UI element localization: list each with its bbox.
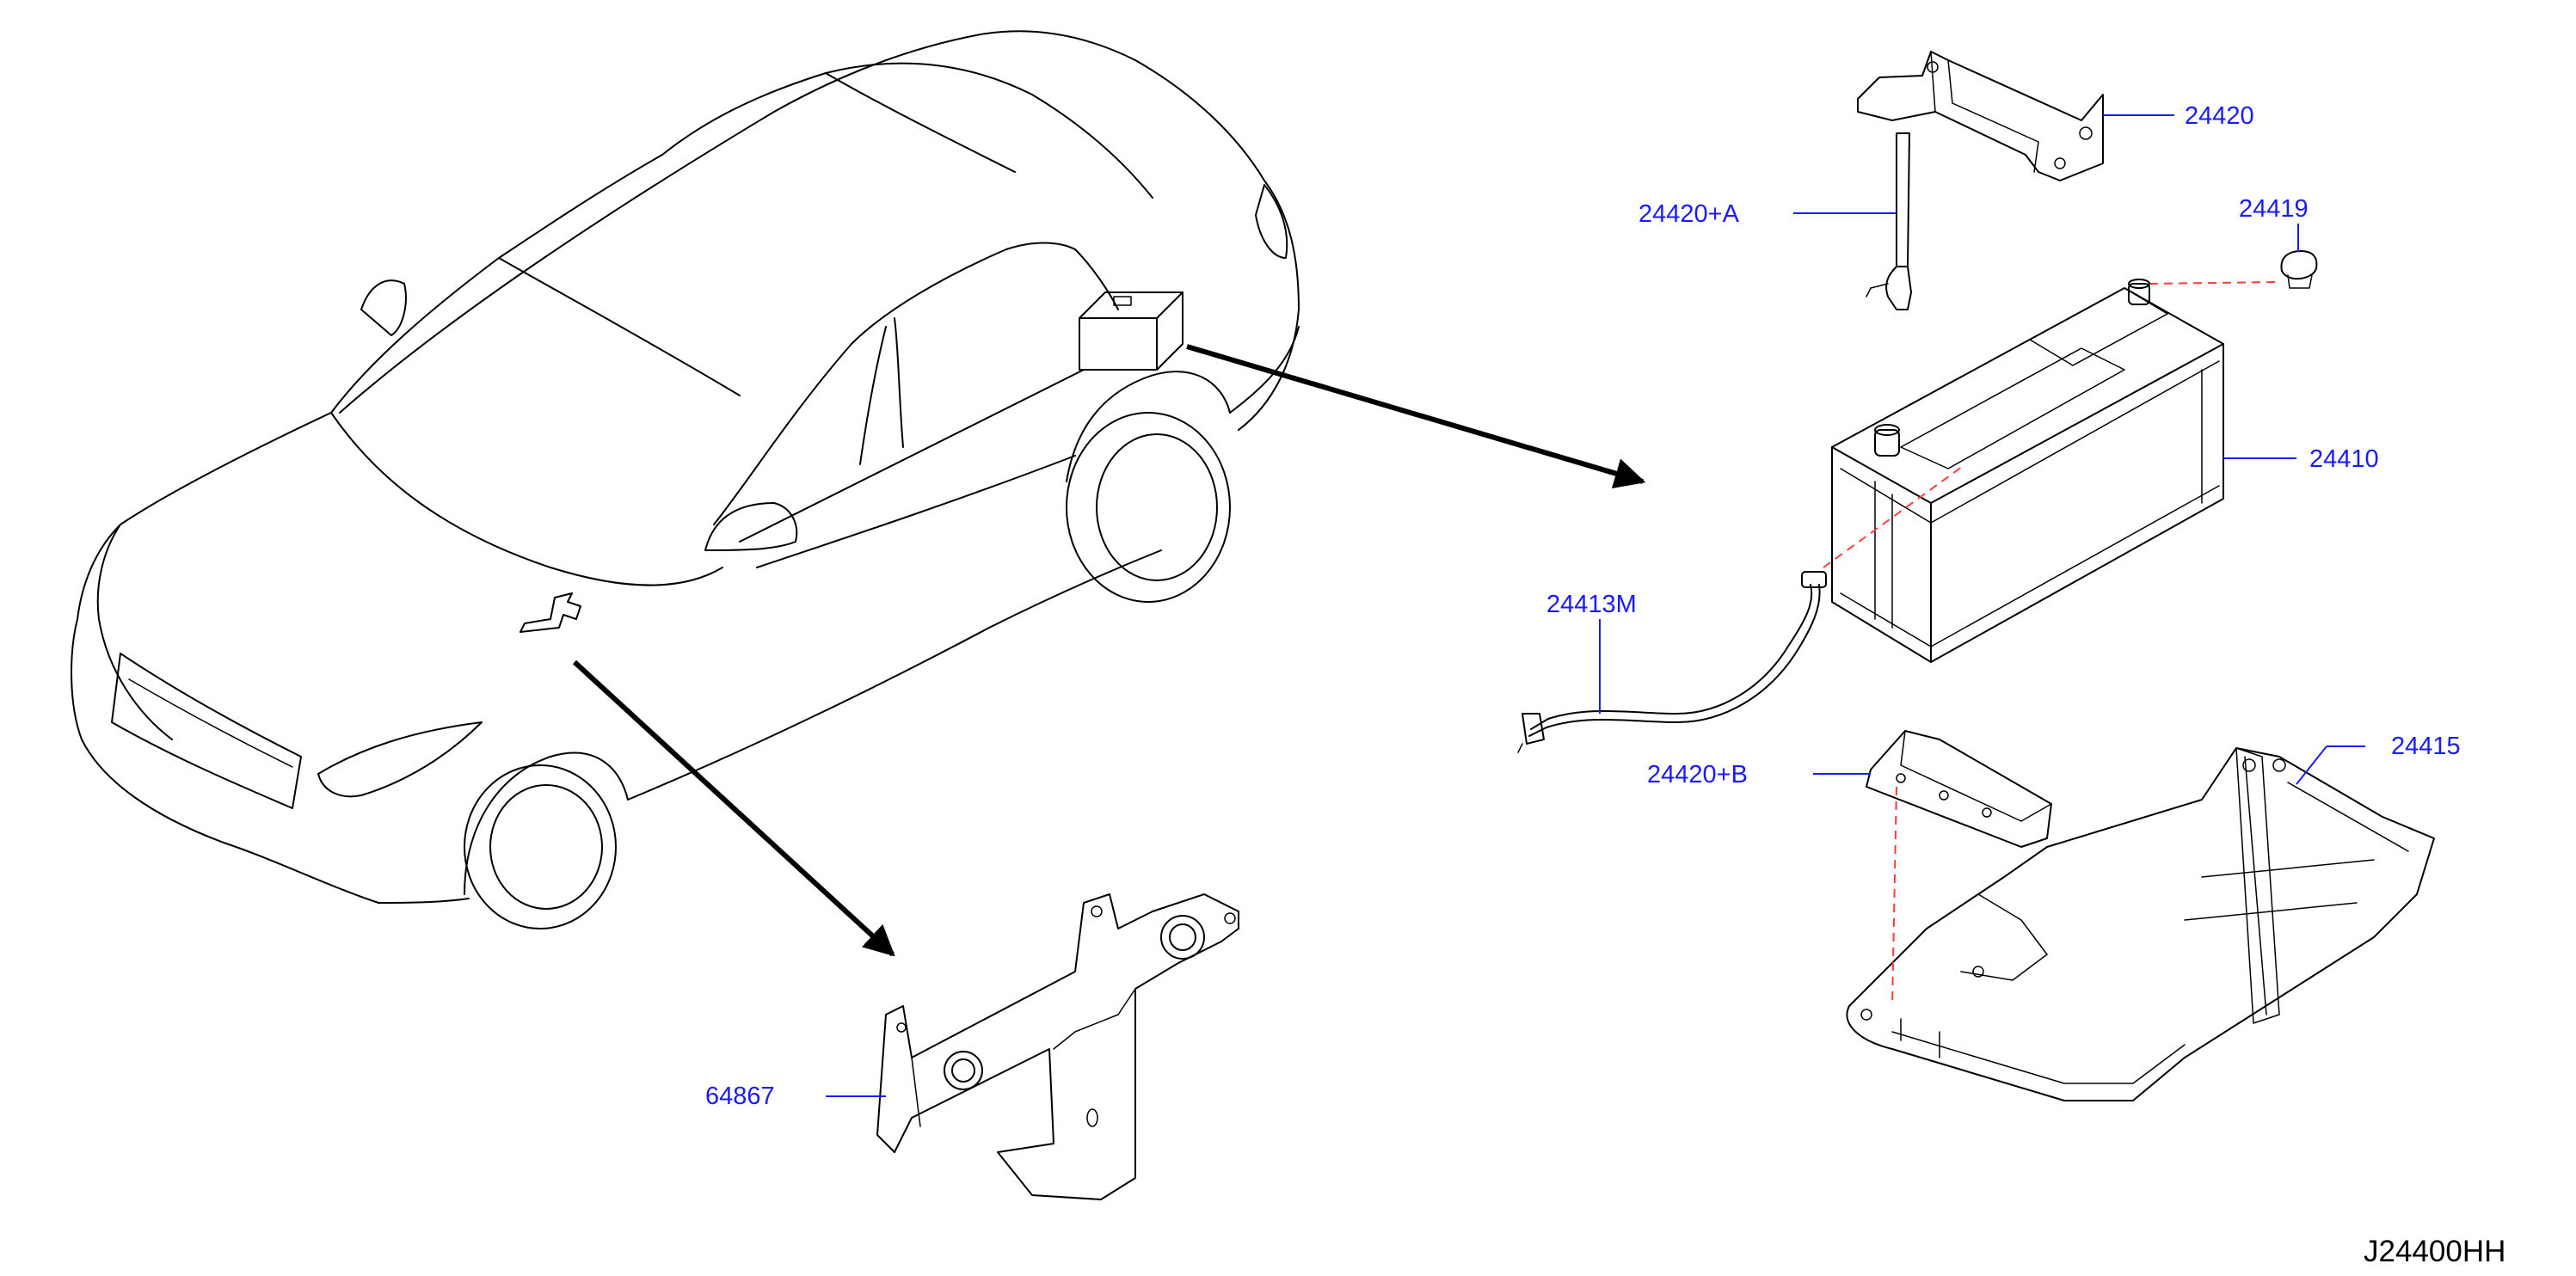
battery-hold-bracket <box>1857 51 2104 181</box>
leader-lines <box>826 114 2365 1097</box>
callout-64867: 64867 <box>705 1083 775 1110</box>
callout-24415: 24415 <box>2391 733 2461 760</box>
assembly-lines <box>1823 281 2276 1007</box>
callout-24420-b: 24420+B <box>1647 761 1748 788</box>
dashed-cable-battery <box>1823 463 1966 568</box>
car-illustration <box>71 30 1300 929</box>
callout-24413m: 24413M <box>1546 591 1637 618</box>
callout-24410: 24410 <box>2309 445 2379 473</box>
part-callouts: 24420 24420+A 24419 24410 24413M 24420+B… <box>705 102 2461 1110</box>
callout-24420-a: 24420+A <box>1638 200 1740 228</box>
body-bracket <box>876 893 1239 1200</box>
hold-down-clamp <box>1866 730 2052 848</box>
arrow-to-bracket <box>572 659 895 957</box>
diagram-id: J24400HH <box>2364 1235 2505 1268</box>
callout-24420: 24420 <box>2185 102 2254 130</box>
ground-cable <box>1517 571 1827 753</box>
hold-rod <box>1866 132 1912 310</box>
terminal-cap <box>2280 250 2318 289</box>
battery-tray <box>1846 747 2435 1101</box>
arrow-to-battery <box>1186 344 1646 489</box>
dashed-cap-battery <box>2149 281 2276 285</box>
leader-24415-b <box>2296 745 2327 785</box>
pointer-arrows <box>572 344 1646 957</box>
battery <box>1831 279 2224 663</box>
dashed-clamp-tray <box>1891 786 1897 1007</box>
callout-24419: 24419 <box>2239 195 2309 223</box>
